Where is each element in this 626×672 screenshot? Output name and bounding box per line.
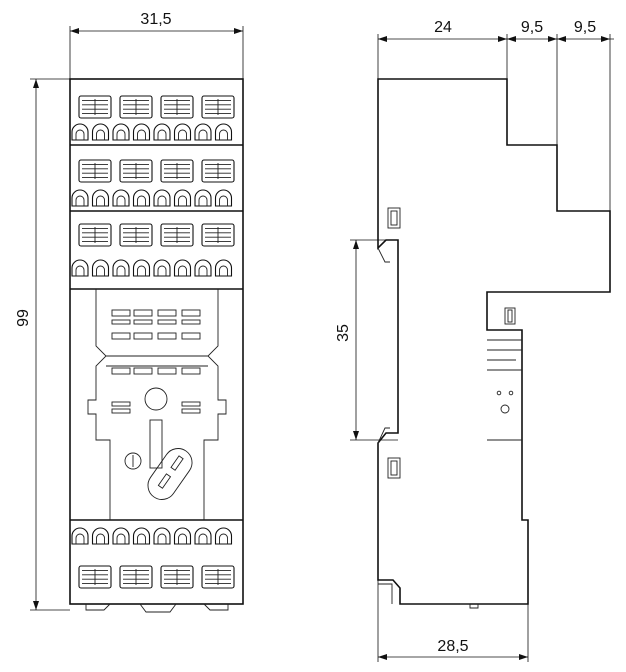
wire-clamp: [132, 259, 151, 277]
wire-clamp: [71, 259, 89, 277]
dim-front-width: 31,5: [140, 11, 171, 28]
wire-clamp: [214, 123, 233, 141]
wire-clamp: [153, 527, 171, 545]
wire-clamp: [91, 189, 110, 207]
wire-clamp: [173, 527, 192, 545]
wire-clamp: [194, 189, 212, 207]
wire-clamp: [91, 259, 110, 277]
wire-clamp: [71, 189, 89, 207]
side-view: [377, 78, 611, 609]
wire-clamp: [173, 189, 192, 207]
release-lever: [124, 387, 193, 500]
wire-clamp: [91, 123, 110, 141]
terminal-blocks: [71, 95, 235, 589]
wire-clamp: [194, 123, 212, 141]
wire-clamp: [71, 527, 89, 545]
wire-clamp: [112, 527, 130, 545]
wire-clamp: [173, 259, 192, 277]
dim-side-step-2: 9,5: [574, 19, 596, 36]
wire-clamp: [153, 259, 171, 277]
dimension-labels: 31,5 99 24 9,5 9,5 35 28,5: [15, 11, 596, 655]
wire-clamp: [153, 123, 171, 141]
wire-clamp: [214, 259, 233, 277]
wire-clamp: [132, 527, 151, 545]
wire-clamp: [132, 123, 151, 141]
dim-base-depth: 28,5: [437, 638, 468, 655]
wire-clamp: [112, 259, 130, 277]
wire-clamp: [214, 189, 233, 207]
dim-side-step-1: 9,5: [521, 19, 543, 36]
wire-clamp: [132, 189, 151, 207]
wire-clamp: [214, 527, 233, 545]
contact-slots: [111, 309, 201, 414]
dim-side-top-depth: 24: [434, 19, 452, 36]
wire-clamp: [153, 189, 171, 207]
wire-clamp: [112, 123, 130, 141]
dim-front-height: 99: [15, 309, 32, 327]
dim-rail-height: 35: [335, 324, 352, 342]
wire-clamp: [194, 527, 212, 545]
wire-clamp: [112, 189, 130, 207]
wire-clamp: [91, 527, 110, 545]
wire-clamp: [194, 259, 212, 277]
front-view: [69, 78, 244, 613]
wire-clamp: [173, 123, 192, 141]
wire-clamp: [71, 123, 89, 141]
dimension-lines: [30, 26, 614, 662]
